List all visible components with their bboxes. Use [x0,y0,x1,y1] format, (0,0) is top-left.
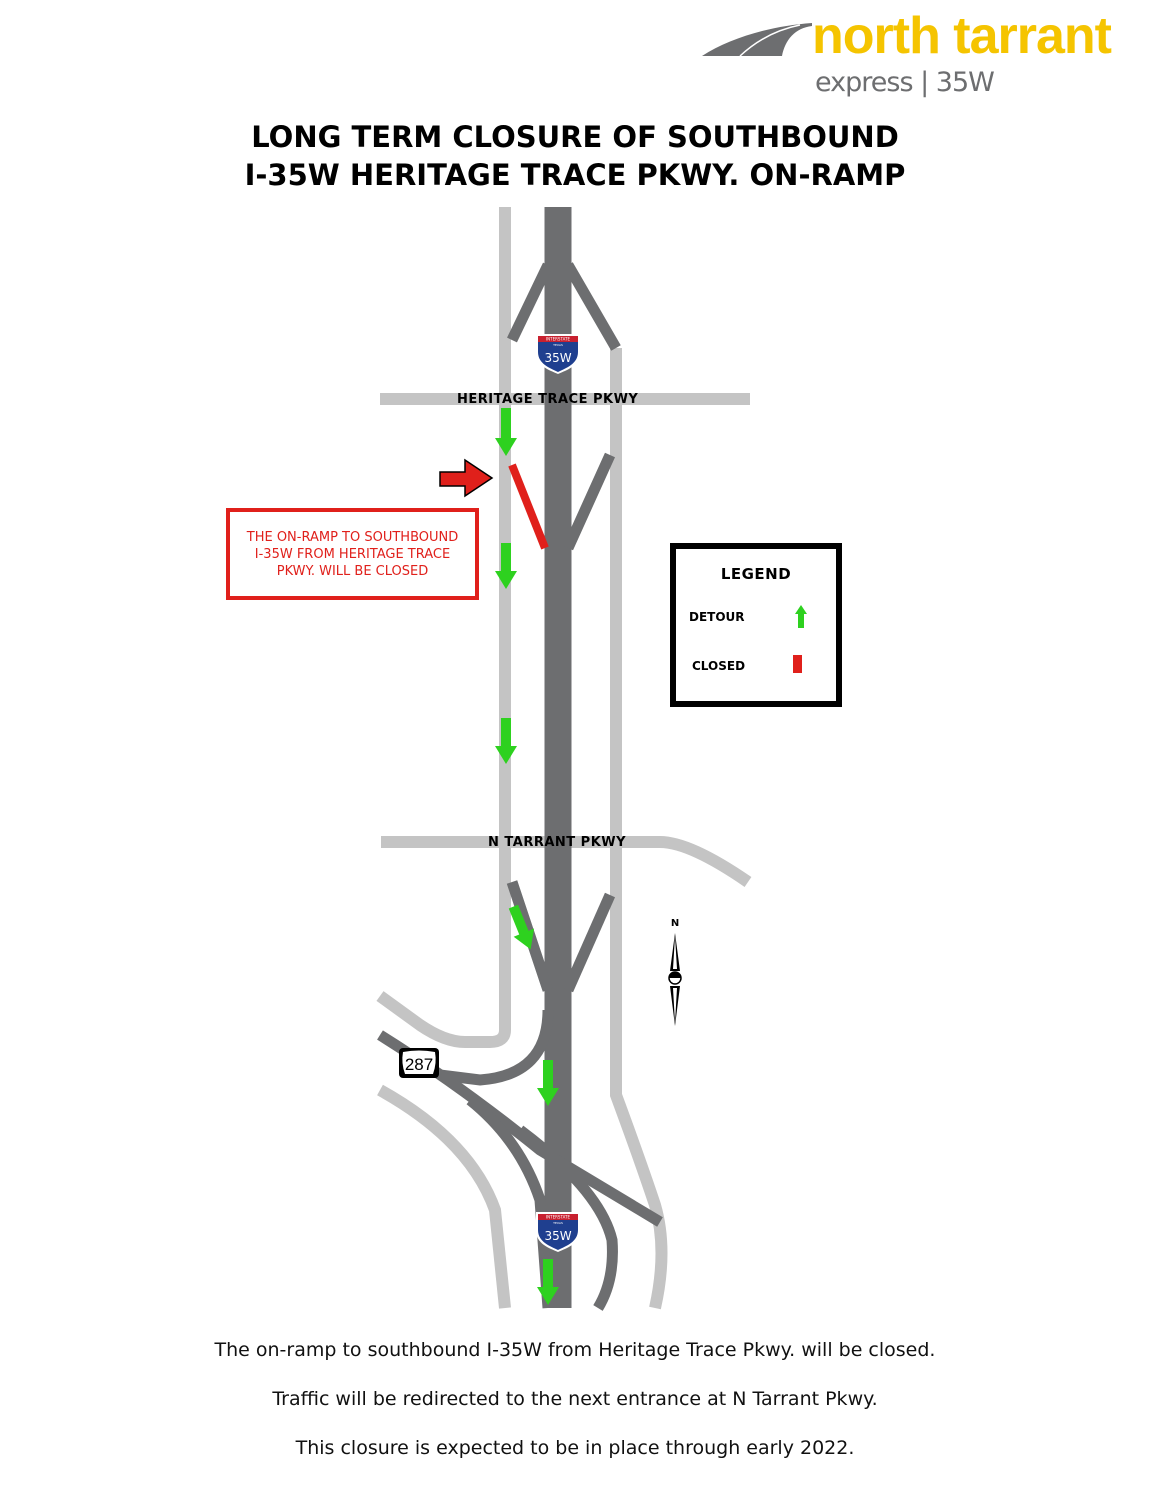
closure-pointer-arrow-icon [439,458,494,498]
closed-ramp [508,463,549,550]
footer-line-1: The on-ramp to southbound I-35W from Her… [214,1339,936,1361]
road-label-n-tarrant: N TARRANT PKWY [488,835,627,850]
title-line-1: LONG TERM CLOSURE OF SOUTHBOUND [251,120,899,154]
detour-arrow-icon [537,1259,559,1305]
closure-callout: THE ON-RAMP TO SOUTHBOUND I-35W FROM HER… [226,508,479,600]
svg-text:287: 287 [405,1055,433,1074]
callout-line: PKWY. WILL BE CLOSED [276,563,429,579]
road-label-heritage-trace: HERITAGE TRACE PKWY [457,392,639,407]
svg-text:TEXAS: TEXAS [552,1221,563,1225]
detour-arrow-icon [495,408,517,456]
north-arrow-icon: N [668,918,682,1026]
ramp [563,262,621,351]
ramp [562,452,616,551]
legend-detour-label: DETOUR [689,610,745,624]
logo-subtitle: express | 35W [815,67,995,98]
legend-title: LEGEND [720,565,792,583]
callout-line: THE ON-RAMP TO SOUTHBOUND [246,529,459,545]
detour-arrows [495,408,559,1305]
interstate-shield-icon: INTERSTATE TEXAS 35W [536,334,580,374]
west-frontage-road [376,207,511,1048]
legend-closed-label: CLOSED [692,659,746,673]
legend: LEGEND DETOUR CLOSED [670,543,842,707]
ramp [507,262,553,343]
us287-loop [439,1009,554,1086]
ramp [562,892,616,993]
interstate-shield-icon: INTERSTATE TEXAS 35W [536,1212,580,1252]
logo-road-icon [702,23,812,57]
svg-text:N: N [671,918,679,929]
us-287-shield-icon: 287 [399,1048,439,1078]
svg-text:INTERSTATE: INTERSTATE [546,1215,570,1220]
ramp [466,1095,554,1309]
footer-line-2: Traffic will be redirected to the next e… [272,1388,878,1410]
legend-detour-arrow-icon [795,605,807,628]
east-frontage-road [610,348,668,1310]
ramp [516,1125,618,1311]
logo-brand: north tarrant [812,7,1112,65]
n-tarrant-road [381,836,752,887]
page-title: LONG TERM CLOSURE OF SOUTHBOUND I-35W HE… [0,118,1150,194]
footer-line-3: This closure is expected to be in place … [295,1437,855,1459]
detour-arrow-icon [537,1060,559,1106]
title-line-2: I-35W HERITAGE TRACE PKWY. ON-RAMP [244,158,906,192]
svg-text:INTERSTATE: INTERSTATE [546,337,570,342]
callout-line: I-35W FROM HERITAGE TRACE [254,546,451,562]
detour-arrow-icon [495,543,517,589]
svg-text:35W: 35W [544,351,571,365]
legend-closed-swatch-icon [793,655,802,673]
svg-text:35W: 35W [544,1229,571,1243]
detour-arrow-icon [508,904,535,950]
svg-text:TEXAS: TEXAS [552,343,563,347]
detour-arrow-icon [495,718,517,764]
sw-outer-road [377,1084,511,1309]
